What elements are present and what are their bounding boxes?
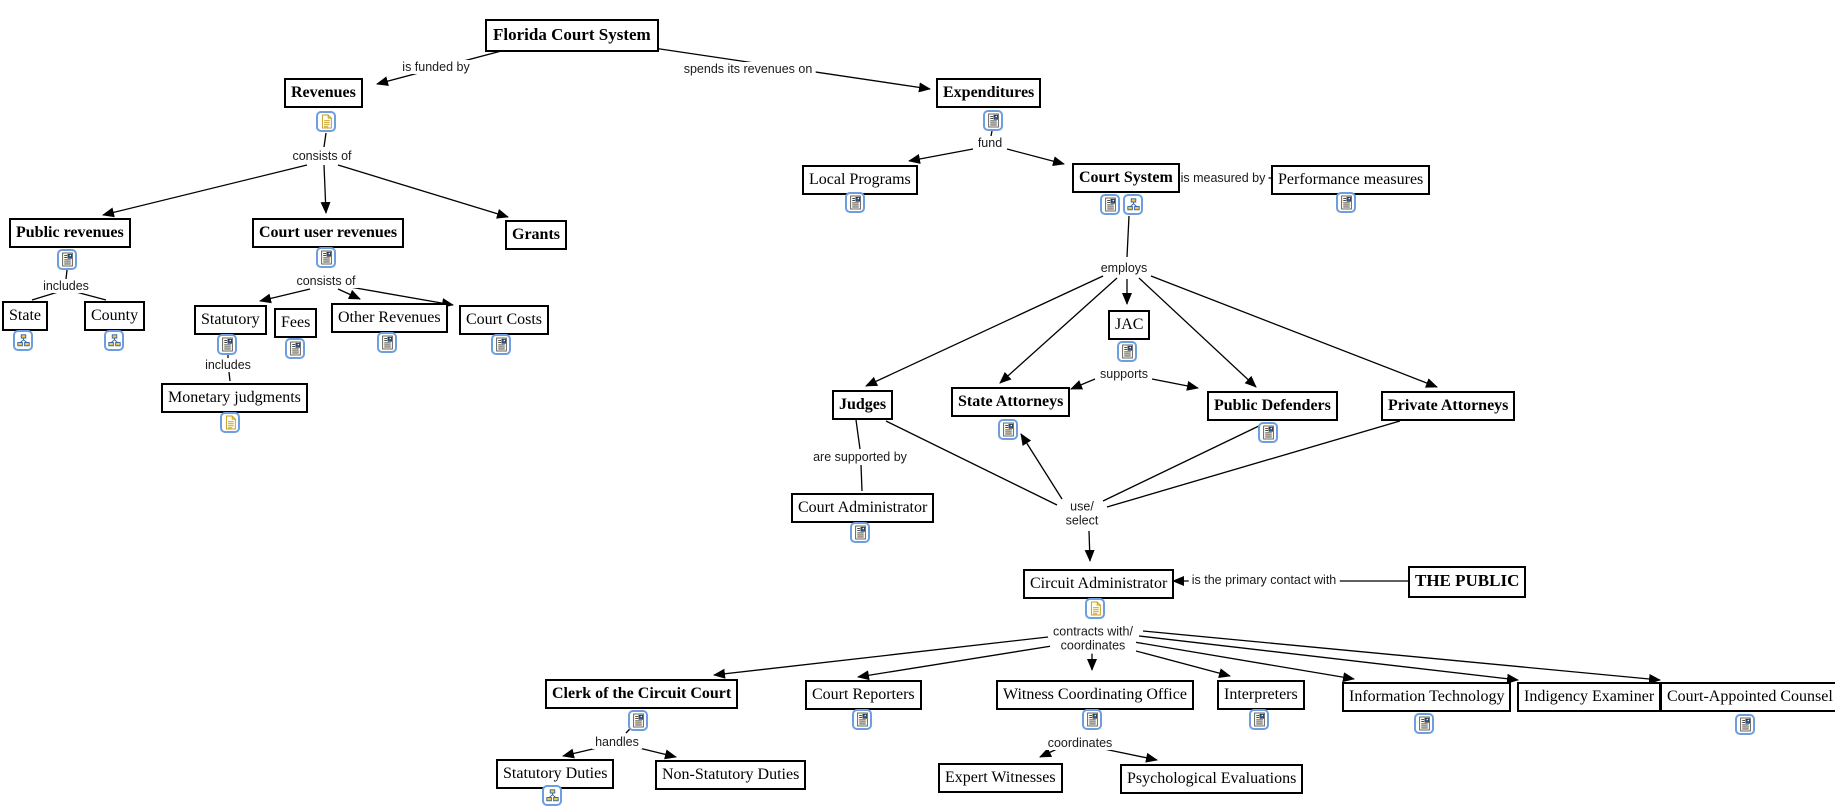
node-court-costs[interactable]: Court Costs [459,305,550,336]
node-non-statutory-duties[interactable]: Non-Statutory Duties [655,760,807,791]
image-document-icon[interactable] [1100,194,1120,215]
node-circuit-administrator[interactable]: Circuit Administrator [1023,569,1175,600]
image-document-icon[interactable] [316,247,336,268]
node-statutory-duties[interactable]: Statutory Duties [496,759,615,790]
link-label-consists-of-revenues[interactable]: consists of [289,149,355,163]
link-label-fund[interactable]: fund [974,136,1006,150]
node-court-system[interactable]: Court System [1072,163,1180,194]
image-document-icon[interactable] [57,249,77,270]
concept-map-icon[interactable] [13,330,33,351]
node-the-public[interactable]: THE PUBLIC [1408,566,1527,598]
node-psychological-evaluations[interactable]: Psychological Evaluations [1120,764,1304,795]
node-statutory[interactable]: Statutory [194,305,267,336]
node-clerk-of-the-circuit-court[interactable]: Clerk of the Circuit Court [545,679,739,710]
node-performance-measures[interactable]: Performance measures [1271,165,1431,196]
link-label-is-funded-by[interactable]: is funded by [399,60,473,74]
image-document-icon[interactable] [285,338,305,359]
node-fees[interactable]: Fees [274,308,318,339]
text-document-icon[interactable] [220,412,240,433]
image-document-icon[interactable] [628,710,648,731]
concept-map-icon[interactable] [1123,194,1143,215]
link-label-use-select[interactable]: use/ select [1062,499,1102,529]
node-grants[interactable]: Grants [505,220,567,251]
node-public-revenues[interactable]: Public revenues [9,218,131,249]
node-judges[interactable]: Judges [832,390,894,421]
node-expenditures[interactable]: Expenditures [936,78,1042,109]
image-document-icon[interactable] [1249,709,1269,730]
image-document-icon[interactable] [983,110,1003,131]
image-document-icon[interactable] [998,419,1018,440]
node-other-revenues[interactable]: Other Revenues [331,303,448,334]
link-label-includes-public[interactable]: includes [40,279,92,293]
image-document-icon[interactable] [1117,341,1137,362]
node-revenues[interactable]: Revenues [284,78,363,109]
image-document-icon[interactable] [377,332,397,353]
image-document-icon[interactable] [491,334,511,355]
node-information-technology[interactable]: Information Technology [1342,682,1512,713]
link-label-contracts-line1: contracts with/ [1053,624,1133,639]
node-private-attorneys[interactable]: Private Attorneys [1381,391,1516,422]
image-document-icon[interactable] [217,334,237,355]
image-document-icon[interactable] [850,522,870,543]
link-label-coordinates[interactable]: coordinates [1044,736,1116,750]
link-label-is-measured-by[interactable]: is measured by [1177,171,1269,185]
link-label-are-supported-by[interactable]: are supported by [810,450,910,464]
link-label-spends-its-revenues-on[interactable]: spends its revenues on [680,62,816,76]
node-indigency-examiner[interactable]: Indigency Examiner [1517,682,1662,713]
link-label-includes-statutory[interactable]: includes [202,358,254,372]
image-document-icon[interactable] [1414,713,1434,734]
link-label-consists-of-court-user[interactable]: consists of [293,274,359,288]
image-document-icon[interactable] [1258,422,1278,443]
node-court-user-revenues[interactable]: Court user revenues [252,218,405,249]
concept-map-icon[interactable] [104,330,124,351]
text-document-icon[interactable] [1085,598,1105,619]
node-public-defenders[interactable]: Public Defenders [1207,391,1338,422]
link-label-use-select-line2: select [1065,514,1099,528]
node-jac[interactable]: JAC [1108,310,1151,341]
link-label-handles[interactable]: handles [592,735,642,749]
node-state[interactable]: State [2,301,48,332]
node-florida-court-system[interactable]: Florida Court System [485,19,659,52]
node-court-administrator[interactable]: Court Administrator [791,493,935,524]
image-document-icon[interactable] [1735,714,1755,735]
image-document-icon[interactable] [1082,709,1102,730]
node-interpreters[interactable]: Interpreters [1217,680,1305,711]
link-label-contracts-with-coordinates[interactable]: contracts with/ coordinates [1050,624,1136,654]
node-local-programs[interactable]: Local Programs [802,165,918,196]
node-county[interactable]: County [84,301,146,332]
node-monetary-judgments[interactable]: Monetary judgments [161,383,308,414]
image-document-icon[interactable] [1336,192,1356,213]
node-expert-witnesses[interactable]: Expert Witnesses [938,763,1063,794]
node-state-attorneys[interactable]: State Attorneys [951,387,1071,418]
image-document-icon[interactable] [845,192,865,213]
link-label-contracts-line2: coordinates [1060,639,1126,653]
image-document-icon[interactable] [852,709,872,730]
link-label-is-the-primary-contact-with[interactable]: is the primary contact with [1188,573,1340,587]
concept-map-icon[interactable] [542,785,562,806]
text-document-icon[interactable] [316,111,336,132]
link-label-employs[interactable]: employs [1097,261,1151,275]
link-label-supports[interactable]: supports [1097,367,1151,381]
node-court-reporters[interactable]: Court Reporters [805,680,922,711]
link-label-use-select-line1: use/ [1070,499,1094,514]
node-witness-coordinating-office[interactable]: Witness Coordinating Office [996,680,1194,711]
node-court-appointed-counsel[interactable]: Court-Appointed Counsel [1660,682,1835,713]
